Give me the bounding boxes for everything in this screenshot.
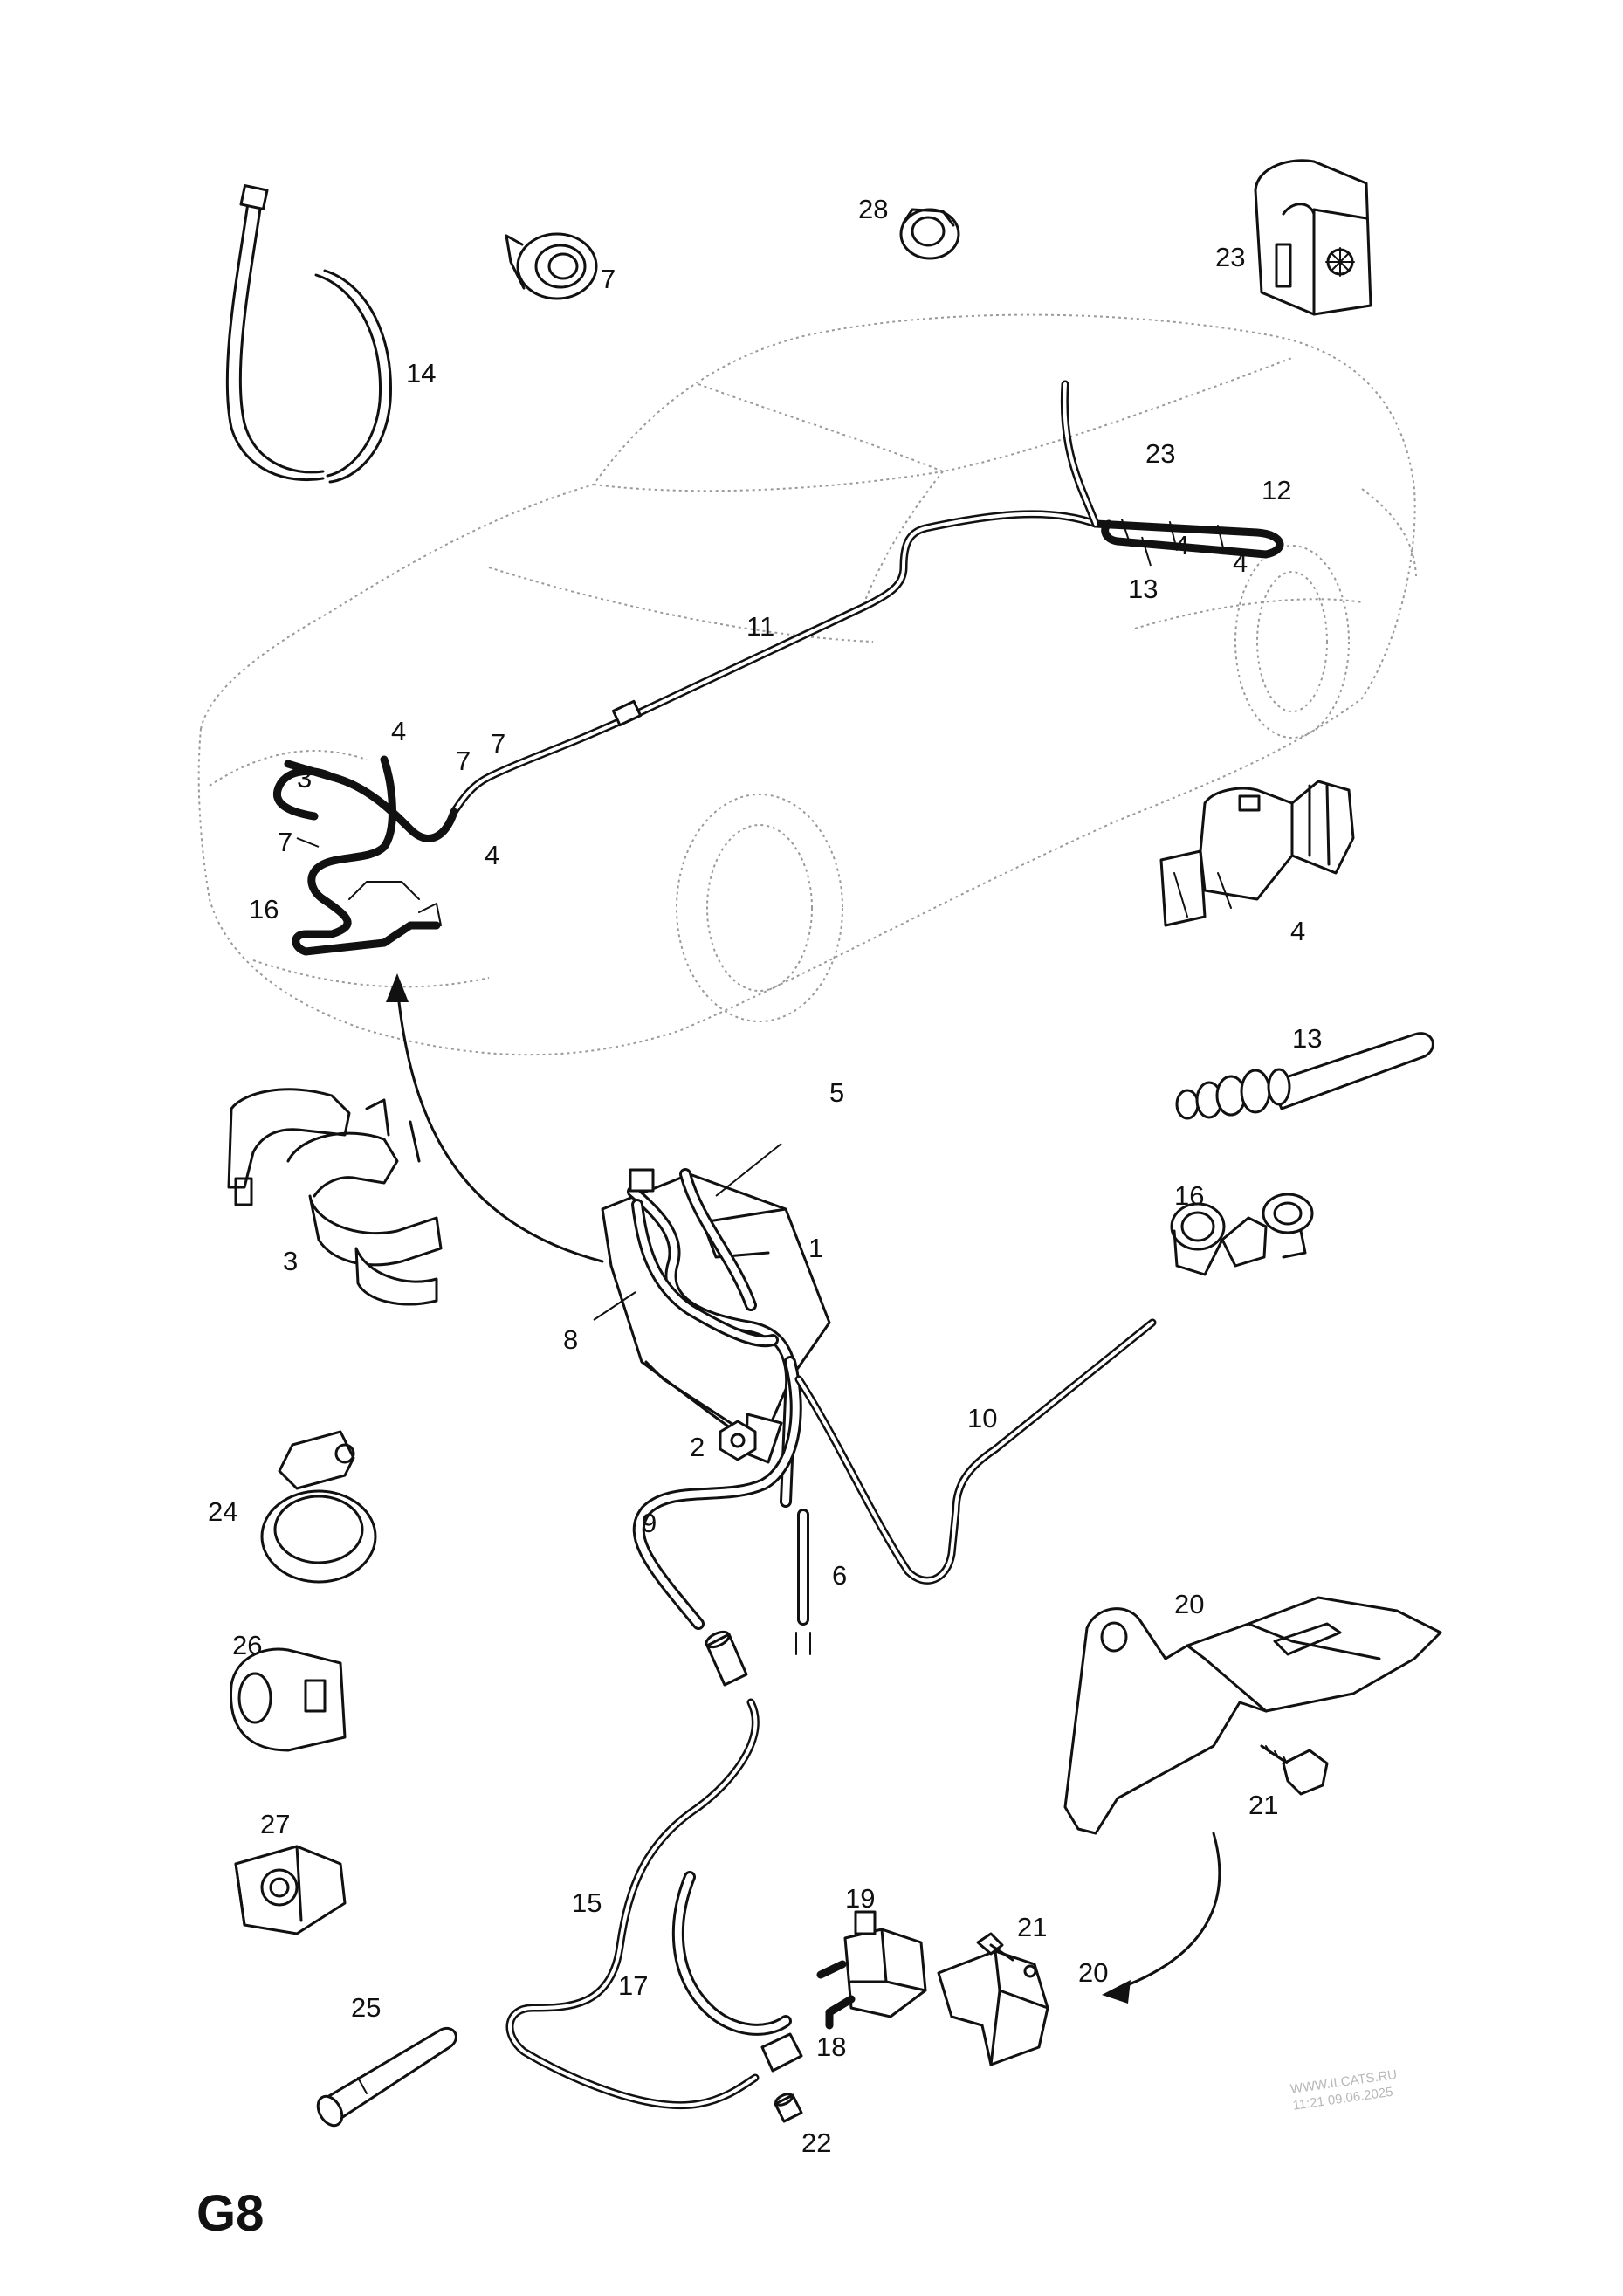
callout-4d: 4 — [1233, 547, 1248, 578]
callout-14: 14 — [406, 358, 436, 388]
bracket-20-small-part — [937, 1949, 1049, 2066]
callout-4a: 4 — [391, 716, 406, 746]
callout-3a: 3 — [297, 763, 312, 794]
callout-15: 15 — [572, 1887, 602, 1918]
callout-26: 26 — [232, 1630, 262, 1660]
hose-joint-18-part — [760, 2032, 803, 2073]
callout-20a: 20 — [1174, 1589, 1204, 1619]
callout-9: 9 — [642, 1508, 657, 1538]
hose-connector-part — [705, 1630, 748, 1687]
callout-7b: 7 — [456, 746, 471, 776]
grommet-part — [505, 232, 598, 300]
car-outline — [197, 313, 1417, 1056]
callout-4c: 4 — [1174, 530, 1189, 560]
callout-4e: 4 — [1290, 916, 1305, 946]
screw-21-small-part — [976, 1932, 1014, 1962]
callout-22: 22 — [801, 2128, 831, 2158]
hose-clamp-part — [260, 1430, 377, 1584]
callout-16a: 16 — [249, 894, 279, 925]
callout-7a: 7 — [601, 264, 616, 294]
bracket-20-part — [1063, 1596, 1442, 1835]
callout-18: 18 — [816, 2031, 846, 2062]
callout-20b: 20 — [1078, 1957, 1108, 1988]
callout-17: 17 — [618, 1970, 648, 2001]
hoses-lower — [632, 1318, 1157, 1655]
clip-16-part — [1170, 1193, 1314, 1276]
cable-tie-part — [225, 184, 393, 484]
callout-25: 25 — [351, 1992, 381, 2023]
clip-3-part — [227, 1088, 443, 1306]
callout-23a: 23 — [1215, 242, 1245, 272]
bush-26-part — [229, 1647, 347, 1752]
callout-23b: 23 — [1145, 438, 1175, 469]
callout-13b: 13 — [1292, 1023, 1322, 1054]
callout-6: 6 — [832, 1560, 847, 1591]
callout-28: 28 — [858, 194, 888, 224]
connector-13-part — [1175, 1032, 1434, 1120]
callout-24: 24 — [208, 1496, 237, 1527]
nut-2-part — [719, 1420, 757, 1461]
washer-reservoir-part — [601, 1168, 831, 1508]
callout-10: 10 — [967, 1403, 997, 1433]
callout-27: 27 — [260, 1809, 290, 1839]
callout-12: 12 — [1262, 475, 1291, 505]
callout-19: 19 — [845, 1883, 875, 1914]
watermark: WWW.ILCATS.RU 11:21 09.06.2025 — [1289, 2067, 1398, 2114]
clip-4-part — [1159, 780, 1355, 927]
hoses-15-17 — [505, 1698, 792, 2109]
callout-7c: 7 — [491, 728, 505, 759]
pipe-connector-25-part — [316, 2026, 457, 2128]
clip-27-part — [234, 1845, 347, 1935]
page-code: G8 — [196, 2185, 264, 2242]
callout-3b: 3 — [283, 1246, 298, 1276]
callout-labels: 1 2 3 3 4 4 4 4 4 5 6 7 7 7 7 8 9 10 11 … — [208, 194, 1322, 2158]
callout-4b: 4 — [485, 840, 499, 870]
callout-16b: 16 — [1174, 1180, 1204, 1211]
callout-11: 11 — [746, 611, 774, 642]
bush-part — [899, 208, 960, 260]
washer-pipe-assembly — [273, 380, 1284, 956]
clip-23-part — [1254, 159, 1372, 316]
hose-joint-22-part — [774, 2093, 803, 2123]
arrows — [386, 973, 1221, 2004]
valve-19-part — [816, 1910, 927, 2030]
callout-21a: 21 — [1017, 1912, 1047, 1942]
leader-lines — [296, 536, 1152, 1321]
callout-8: 8 — [563, 1324, 578, 1355]
callout-2: 2 — [690, 1432, 705, 1462]
callout-1: 1 — [808, 1233, 823, 1263]
screw-21-part — [1260, 1744, 1329, 1796]
callout-5: 5 — [829, 1077, 844, 1108]
callout-21b: 21 — [1248, 1790, 1278, 1820]
callout-7d: 7 — [278, 827, 292, 857]
callout-13a: 13 — [1128, 574, 1158, 604]
